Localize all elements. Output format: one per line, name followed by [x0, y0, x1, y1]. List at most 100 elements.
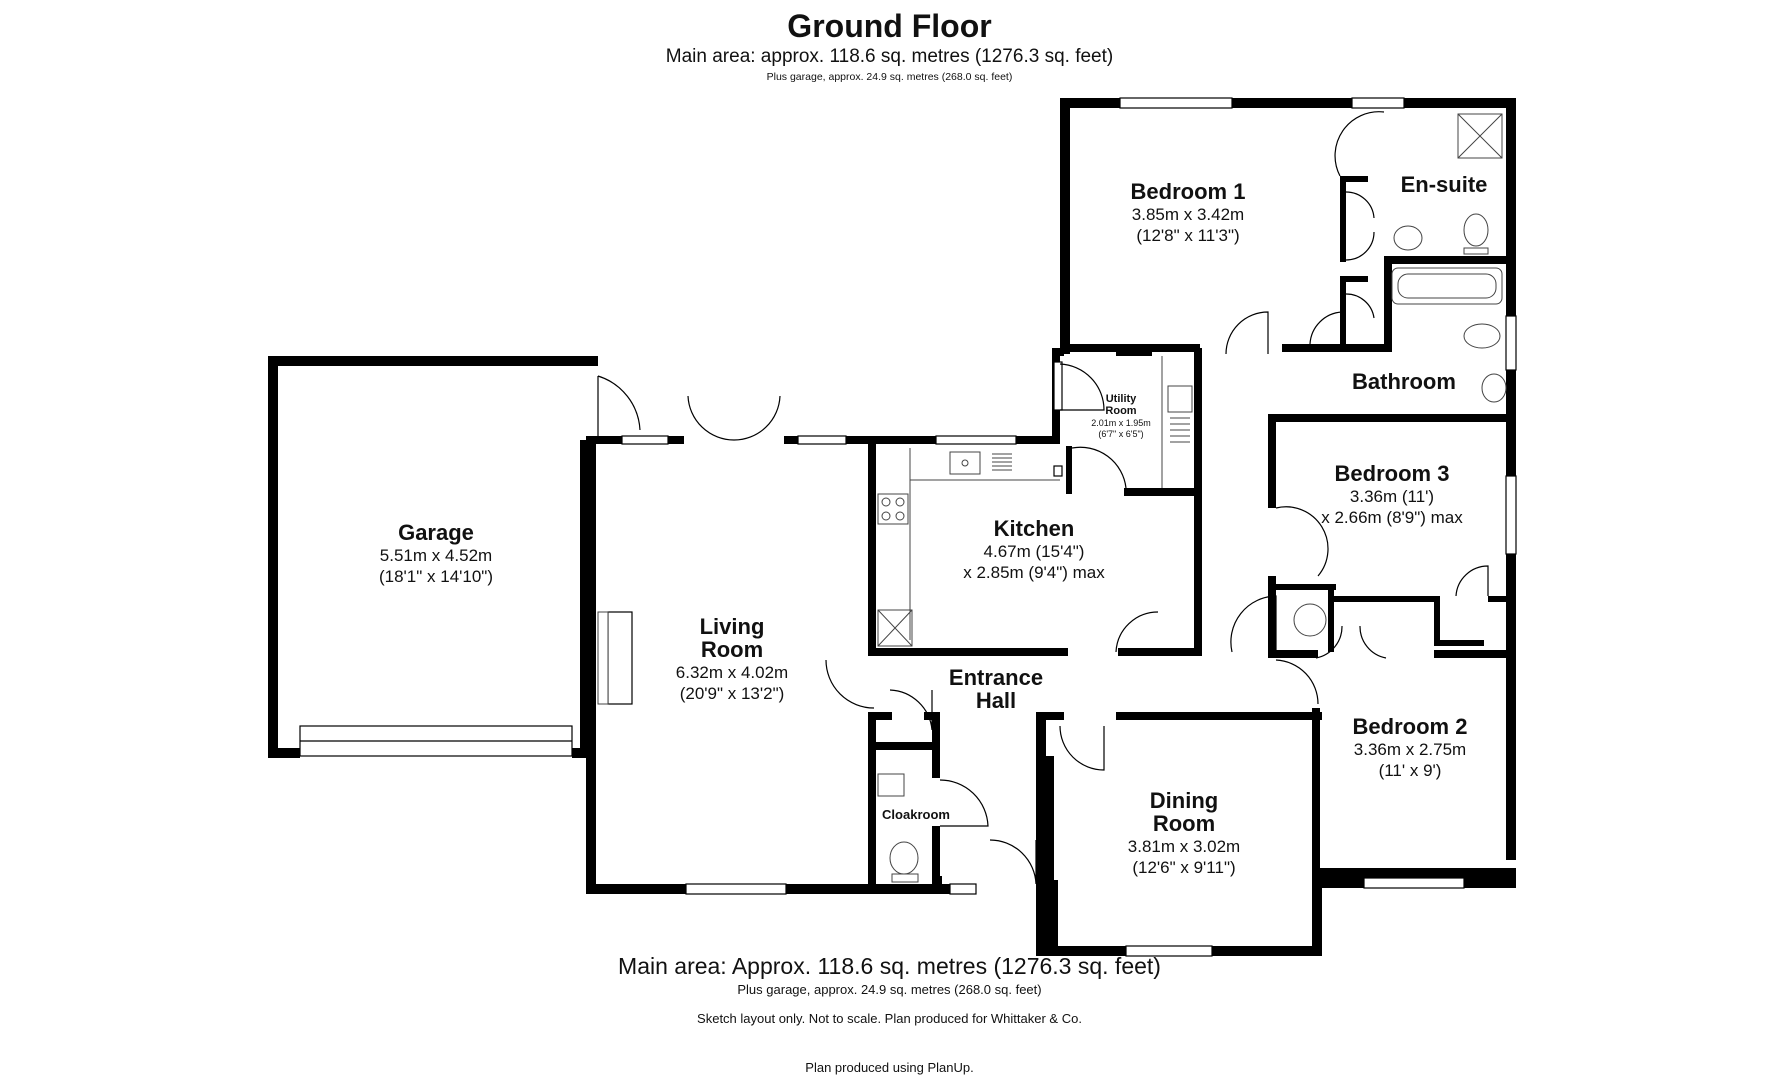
hob-icon	[877, 493, 909, 525]
wall	[588, 356, 598, 366]
wall	[1312, 870, 1322, 956]
utility-dim-metric: 2.01m x 1.95m	[1091, 418, 1151, 428]
hob-ring-icon	[895, 511, 905, 521]
wall	[784, 436, 798, 444]
utility-name-2: Room	[1105, 405, 1136, 417]
wall	[1340, 178, 1346, 262]
wall	[1434, 640, 1484, 646]
hob-ring-icon	[881, 497, 891, 507]
main-area-summary: Main area: approx. 118.6 sq. metres (127…	[665, 46, 1114, 67]
wall	[1312, 650, 1318, 658]
wall	[1384, 256, 1506, 264]
sink-icon	[1167, 385, 1193, 413]
bedroom3-dim-1: 3.36m (11')	[1350, 487, 1434, 506]
wall	[1404, 98, 1516, 108]
bedroom3-name: Bedroom 3	[1335, 461, 1450, 486]
basin-icon	[1393, 225, 1423, 251]
basin-icon	[877, 773, 905, 797]
cloakroom-name: Cloakroom	[882, 807, 950, 822]
door	[889, 689, 933, 731]
bath-icon	[1391, 267, 1503, 305]
wall	[586, 436, 622, 444]
bedroom1-dim-imperial: (12'8" x 11'3")	[1136, 226, 1239, 245]
wall	[868, 436, 876, 654]
wall	[586, 436, 596, 894]
garage-area-summary: Plus garage, approx. 24.9 sq. metres (26…	[766, 71, 1013, 83]
door	[1275, 659, 1319, 705]
living-name-2: Room	[701, 637, 763, 662]
wall	[1036, 712, 1046, 772]
door	[1334, 111, 1385, 177]
bathroom-name: Bathroom	[1352, 369, 1456, 394]
door	[687, 395, 781, 441]
wall	[1046, 712, 1064, 720]
wall	[1066, 446, 1072, 494]
wall	[1016, 436, 1060, 444]
window	[1053, 361, 1063, 411]
wall	[1434, 650, 1516, 658]
wall	[1334, 596, 1438, 602]
wall	[1060, 98, 1120, 108]
door	[1345, 191, 1375, 261]
basin-icon	[1481, 373, 1507, 403]
window	[797, 435, 847, 445]
wall	[932, 712, 940, 748]
wall	[1340, 176, 1368, 182]
wall	[1036, 756, 1046, 956]
wall	[668, 436, 684, 444]
wall	[1194, 348, 1202, 488]
door	[1230, 595, 1277, 653]
door	[939, 779, 989, 827]
toilet-icon	[1463, 323, 1501, 349]
windows	[299, 97, 1517, 957]
toilet-icon	[1463, 247, 1489, 255]
hob-ring-icon	[881, 511, 891, 521]
wall	[1276, 584, 1336, 590]
living-dim-imperial: (20'9" x 13'2")	[680, 684, 785, 703]
door	[1225, 311, 1269, 355]
wall	[868, 712, 876, 884]
window	[607, 611, 633, 705]
wall	[580, 440, 590, 758]
bedroom1-name: Bedroom 1	[1131, 179, 1246, 204]
window	[935, 435, 1017, 445]
wall	[1312, 708, 1320, 878]
wall	[1506, 98, 1516, 316]
ensuite-name: En-suite	[1401, 172, 1488, 197]
wall	[932, 876, 942, 884]
door	[1059, 363, 1105, 411]
door	[1315, 625, 1387, 659]
kitchen-dim-1: 4.67m (15'4")	[984, 542, 1085, 561]
hall-name-2: Hall	[976, 688, 1016, 713]
wall	[1268, 414, 1276, 508]
tap-icon	[961, 459, 969, 467]
utility-dim-imperial: (6'7" x 6'5")	[1098, 429, 1143, 439]
window	[1351, 97, 1405, 109]
plan-title: Ground Floor	[787, 8, 992, 44]
wall	[1060, 344, 1200, 352]
garage-dim-metric: 5.51m x 4.52m	[380, 546, 492, 565]
fireplace-icon	[597, 611, 609, 705]
living-name: Living	[700, 614, 765, 639]
dining-dim-imperial: (12'6" x 9'11")	[1132, 858, 1235, 877]
sink-icon	[949, 451, 981, 475]
dining-dim-metric: 3.81m x 3.02m	[1128, 837, 1240, 856]
cylinder-icon	[1293, 603, 1327, 637]
garage-dim-imperial: (18'1" x 14'10")	[379, 567, 493, 586]
hob-ring-icon	[895, 497, 905, 507]
wall	[1488, 596, 1512, 602]
bath-icon	[1397, 273, 1497, 299]
wall	[268, 748, 300, 758]
door	[1059, 725, 1105, 771]
wall	[268, 356, 598, 366]
door	[1115, 611, 1159, 653]
dining-name-2: Room	[1153, 811, 1215, 836]
wall	[268, 356, 278, 758]
wall	[1268, 414, 1516, 422]
wall	[1052, 348, 1064, 356]
living-dim-metric: 6.32m x 4.02m	[676, 663, 788, 682]
wall	[786, 884, 952, 894]
bedroom1-dim-metric: 3.85m x 3.42m	[1132, 205, 1244, 224]
footer-main-area: Main area: Approx. 118.6 sq. metres (127…	[618, 953, 1161, 979]
